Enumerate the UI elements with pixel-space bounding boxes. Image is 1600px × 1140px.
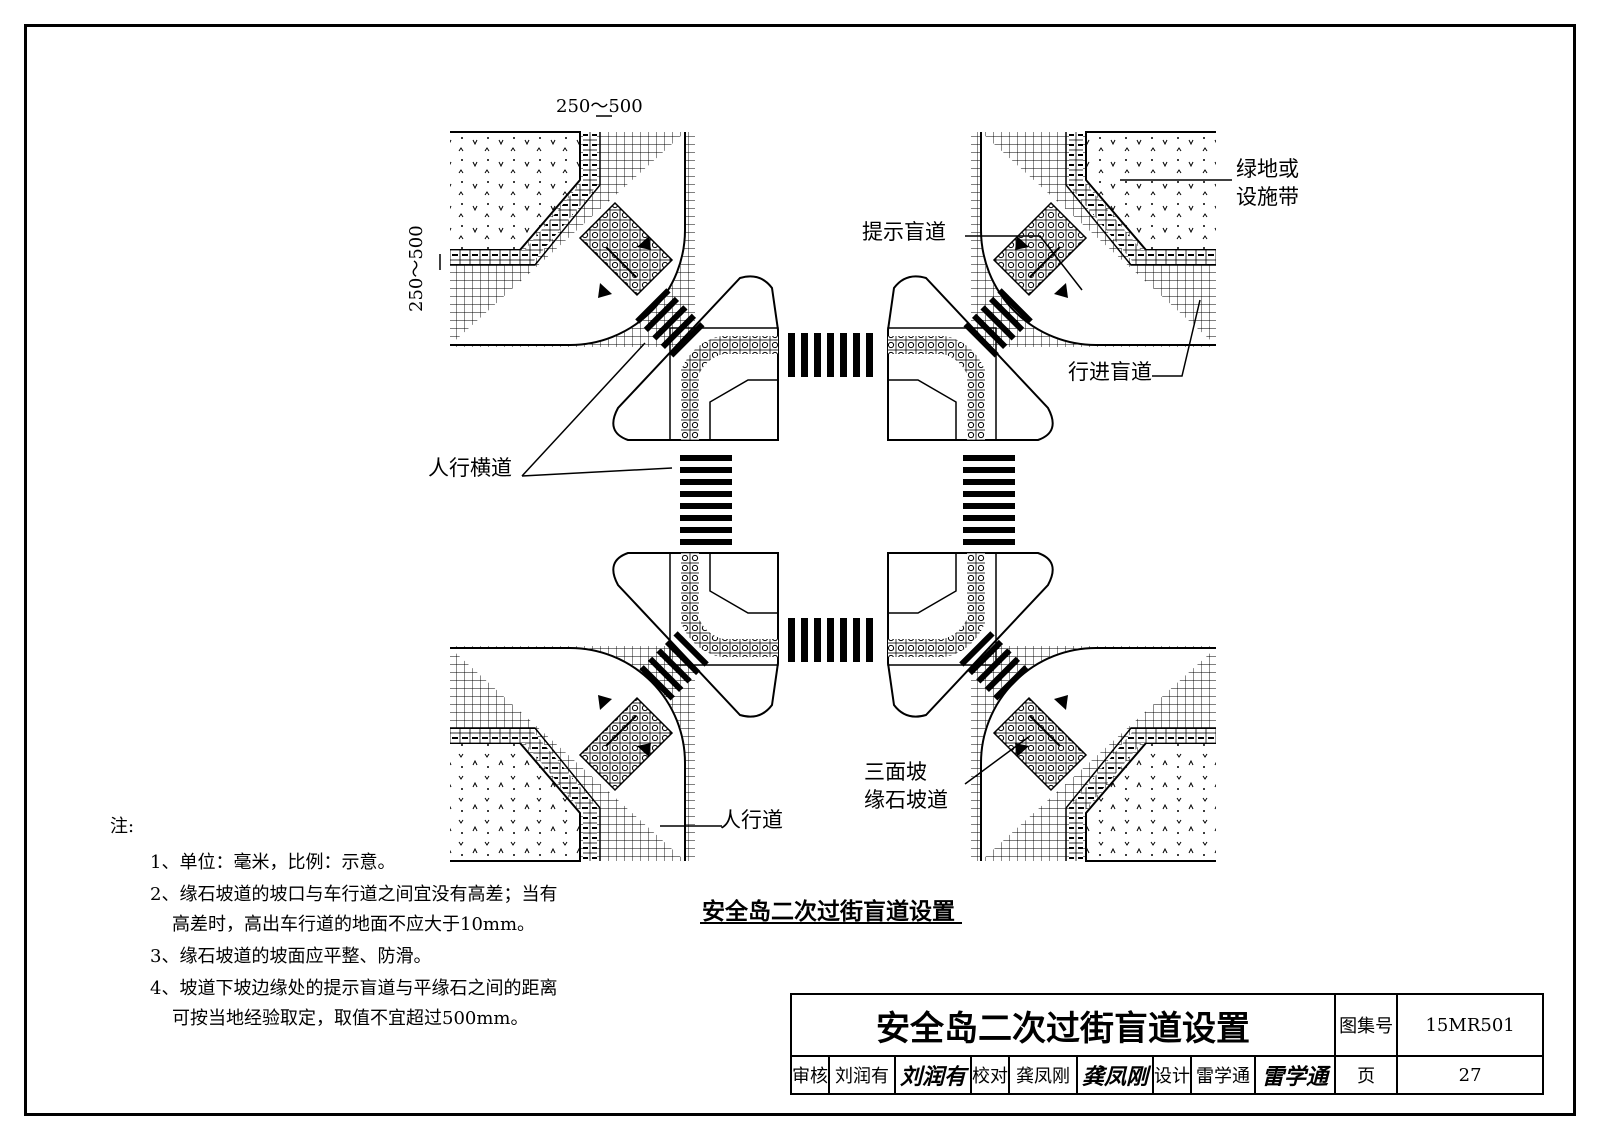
reviewer-signature: 刘润有 xyxy=(894,1055,972,1095)
title-block: 安全岛二次过街盲道设置 图集号 15MR501 审核 刘润有 刘润有 校对 龚凤… xyxy=(789,993,1545,1095)
label-travel-path: 行进盲道 xyxy=(1068,360,1152,384)
label-warning-path: 提示盲道 xyxy=(862,220,946,244)
corner-bottom-right xyxy=(971,646,1216,861)
notes-heading: 注: xyxy=(110,816,135,837)
note-3: 3、缘石坡道的坡面应平整、防滑。 xyxy=(150,946,432,967)
island-bottom-right xyxy=(887,552,1054,718)
label-crosswalk: 人行横道 xyxy=(428,456,512,480)
notes: 注: 1、单位：毫米，比例：示意。 2、缘石坡道的坡口与车行道之间宜没有高差；当… xyxy=(110,818,557,1028)
crosswalk-bottom xyxy=(788,618,873,662)
crosswalk-diag-br xyxy=(959,631,1029,701)
designer-name: 雷学通 xyxy=(1190,1055,1256,1095)
drawing-frame xyxy=(24,24,1576,1116)
design-label: 设计 xyxy=(1152,1055,1192,1095)
designer-signature: 雷学通 xyxy=(1253,1055,1337,1095)
signature-script: 雷学通 xyxy=(1262,1064,1329,1090)
island-bottom-left xyxy=(612,552,779,718)
title-block-title: 安全岛二次过街盲道设置 xyxy=(789,993,1337,1057)
note-1: 1、单位：毫米，比例：示意。 xyxy=(150,852,396,873)
atlas-label: 图集号 xyxy=(1334,993,1399,1057)
crosswalk-diag-tl xyxy=(635,288,705,358)
crosswalk-left xyxy=(680,455,732,545)
note-4: 4、坡道下坡边缘处的提示盲道与平缘石之间的距离 xyxy=(150,978,558,999)
atlas-number: 15MR501 xyxy=(1396,993,1545,1057)
note-2: 2、缘石坡道的坡口与车行道之间宜没有高差；当有 xyxy=(150,884,558,905)
crosswalk-right xyxy=(963,455,1015,545)
label-greenbelt: 绿地或 设施带 xyxy=(1236,157,1299,210)
dimension-side: 250～500 xyxy=(406,225,427,312)
crosswalk-diag-bl xyxy=(639,631,709,701)
label-three-side-ramp: 三面坡 缘石坡道 xyxy=(864,760,948,813)
note-2-cont: 高差时，高出车行道的地面不应大于10mm。 xyxy=(172,914,536,935)
label-sidewalk: 人行道 xyxy=(720,808,783,832)
crosswalk-top xyxy=(788,333,873,377)
signature-script: 刘润有 xyxy=(899,1064,966,1090)
leader-lines xyxy=(439,115,1232,827)
diagram-title-underline xyxy=(700,922,962,924)
page-number: 27 xyxy=(1396,1055,1545,1095)
island-top-left xyxy=(612,275,779,441)
checker-name: 龚凤刚 xyxy=(1008,1055,1078,1095)
note-4-cont: 可按当地经验取定，取值不宜超过500mm。 xyxy=(172,1008,529,1029)
reviewer-name: 刘润有 xyxy=(828,1055,896,1095)
signature-script: 龚凤刚 xyxy=(1081,1064,1148,1090)
crosswalk-diag-tr xyxy=(963,288,1033,358)
page-label: 页 xyxy=(1334,1055,1399,1095)
check-label: 校对 xyxy=(970,1055,1010,1095)
island-top-right xyxy=(887,275,1054,441)
checker-signature: 龚凤刚 xyxy=(1076,1055,1154,1095)
dimension-top: 250～500 xyxy=(556,96,643,117)
diagram-title: 安全岛二次过街盲道设置 xyxy=(702,899,955,925)
review-label: 审核 xyxy=(790,1055,830,1095)
